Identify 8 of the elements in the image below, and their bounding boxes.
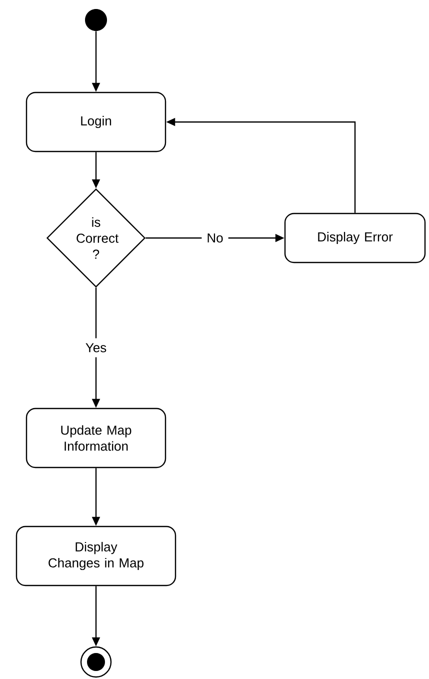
activity-box: Login xyxy=(26,92,166,152)
activity-box: Update Map Information xyxy=(26,408,166,468)
start-node xyxy=(85,9,107,31)
activity-box: Display Changes in Map xyxy=(16,526,176,586)
edge-label: No xyxy=(202,228,228,248)
end-node xyxy=(80,646,112,678)
edge-label: Yes xyxy=(80,338,112,358)
activity-box: Display Error xyxy=(284,212,426,264)
